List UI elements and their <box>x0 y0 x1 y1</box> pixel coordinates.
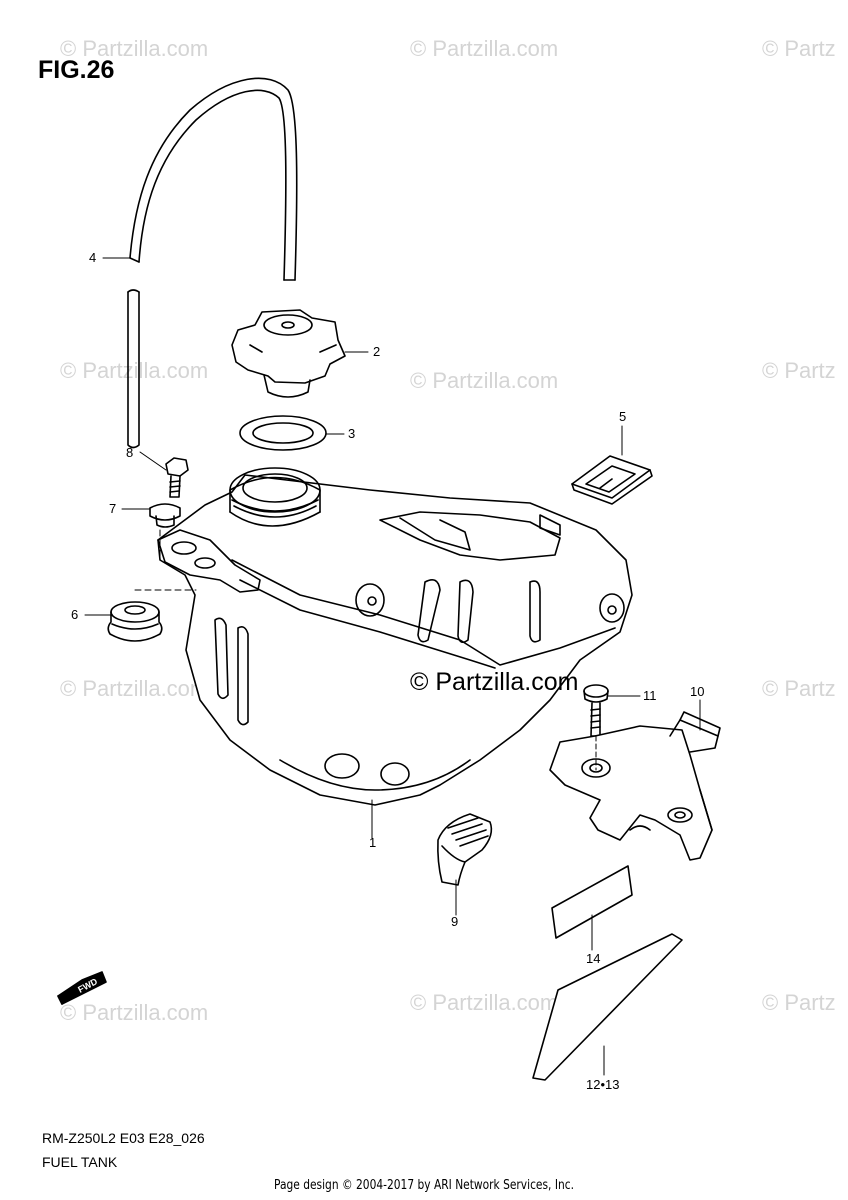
callout-10: 10 <box>690 684 705 699</box>
watermark: © Partzilla.com <box>410 990 559 1015</box>
watermark: © Partzilla.com <box>60 676 209 701</box>
callout-4: 4 <box>89 250 97 265</box>
watermark: © Partz <box>762 990 836 1015</box>
callout-1: 1 <box>369 835 377 850</box>
callout-8: 8 <box>126 445 134 460</box>
callout-6: 6 <box>71 607 79 622</box>
center-watermark: © Partzilla.com <box>410 668 579 696</box>
model-code: RM-Z250L2 E03 E28_026 <box>42 1130 205 1146</box>
forward-direction-icon: FWD <box>57 971 107 1005</box>
callout-3: 3 <box>348 426 356 441</box>
tank-bracket[interactable] <box>549 711 721 861</box>
page-credit: Page design © 2004-2017 by ARI Network S… <box>274 1178 574 1193</box>
watermark: © Partzilla.com <box>410 368 559 393</box>
watermark: © Partz <box>762 358 836 383</box>
leader-lines <box>84 257 701 1076</box>
fuel-cap[interactable] <box>231 309 346 398</box>
cap-gasket[interactable] <box>239 415 327 451</box>
watermark: © Partz <box>762 676 836 701</box>
tank-strap-hook[interactable] <box>571 455 653 505</box>
breather-hose[interactable] <box>127 77 298 449</box>
figure-name: FUEL TANK <box>42 1154 118 1170</box>
watermark: © Partz <box>762 36 836 61</box>
callout-7: 7 <box>109 501 117 516</box>
fuel-tank[interactable] <box>157 467 633 806</box>
tank-cushion[interactable] <box>107 601 163 642</box>
figure-title: FIG.26 <box>38 56 115 84</box>
protective-film[interactable] <box>532 933 683 1081</box>
watermark: © Partzilla.com <box>60 1000 209 1025</box>
callout-14: 14 <box>586 951 601 966</box>
mounting-bolt[interactable] <box>165 457 189 498</box>
callout-12-13: 12•13 <box>586 1077 620 1092</box>
callout-11: 11 <box>643 688 657 703</box>
watermark: © Partzilla.com <box>60 358 209 383</box>
heat-protector-sheet[interactable] <box>551 865 633 939</box>
bracket-bolt[interactable] <box>583 684 609 737</box>
callout-5: 5 <box>619 409 627 424</box>
callout-9: 9 <box>451 914 459 929</box>
watermark: © Partzilla.com <box>410 36 559 61</box>
callout-2: 2 <box>373 344 381 359</box>
watermark: © Partzilla.com <box>60 36 209 61</box>
collar[interactable] <box>149 503 181 528</box>
rubber-pad[interactable] <box>437 813 493 886</box>
